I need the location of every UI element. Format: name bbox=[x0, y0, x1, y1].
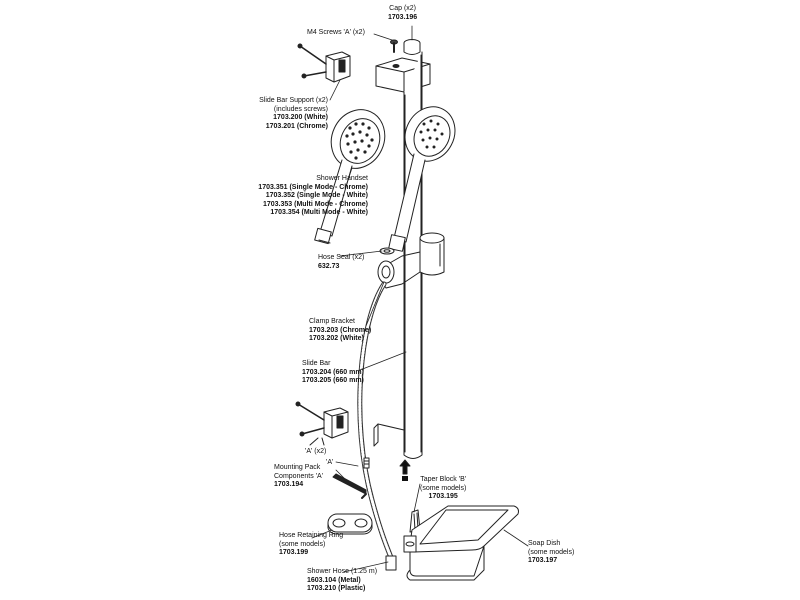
slide-bar-support-bottom bbox=[295, 401, 349, 446]
taper-block-label: Taper Block 'B' (some models) 1703.195 bbox=[420, 476, 466, 502]
a-x2-label: 'A' (x2) bbox=[305, 448, 326, 457]
slide-bar-support-line-2: (includes screws) bbox=[273, 105, 328, 113]
m4-screws-label-title: M4 Screws 'A' (x2) bbox=[307, 29, 365, 36]
cap-label-code: 1703.196 bbox=[388, 13, 418, 21]
cap-part bbox=[403, 39, 421, 55]
hose-retaining-ring-label: Hose Retaining Ring (some models) 1703.1… bbox=[279, 532, 343, 558]
hose-seal-part bbox=[379, 247, 395, 255]
hose-retaining-ring-part bbox=[327, 513, 373, 535]
slide-bar-label-title: Slide Bar bbox=[302, 360, 331, 367]
shower-handset-code-2: 1703.352 (Single Mode - White) bbox=[265, 192, 368, 200]
shower-handset-mounted bbox=[388, 106, 456, 252]
mounting-pack-line-2: Components 'A' bbox=[274, 472, 323, 480]
shower-hose-code-1: 1603.104 (Metal) bbox=[307, 576, 361, 584]
shower-handset-exploded bbox=[314, 109, 386, 245]
up-arrow-icon bbox=[399, 459, 411, 481]
hose-retaining-ring-line-1: Hose Retaining Ring bbox=[279, 532, 344, 539]
m4-screw-part bbox=[390, 39, 398, 53]
hose-seal-label-title: Hose Seal (x2) bbox=[318, 254, 365, 261]
soap-dish-line-1: Soap Dish bbox=[528, 540, 561, 547]
soap-dish-line-2: (some models) bbox=[528, 548, 575, 556]
m4-screws-label: M4 Screws 'A' (x2) bbox=[307, 29, 365, 38]
hose-retaining-ring-line-2: (some models) bbox=[279, 540, 326, 548]
a-single-label: 'A' bbox=[326, 459, 333, 468]
mounting-pack-code: 1703.194 bbox=[274, 481, 304, 489]
slide-bar-support-top bbox=[297, 43, 351, 83]
mounting-pack-label: Mounting Pack Components 'A' 1703.194 bbox=[274, 464, 323, 490]
slide-bar-label: Slide Bar 1703.204 (660 mm) 1703.205 (66… bbox=[302, 360, 364, 386]
shower-hose-label: Shower Hose (1.25 m) 1603.104 (Metal) 17… bbox=[307, 568, 377, 594]
a-single-label-title: 'A' bbox=[326, 459, 334, 466]
slide-bar-support-line-1: Slide Bar Support (x2) bbox=[259, 97, 328, 104]
taper-block-code: 1703.195 bbox=[428, 493, 458, 501]
a-x2-label-title: 'A' (x2) bbox=[305, 448, 327, 455]
shower-hose-label-title: Shower Hose (1.25 m) bbox=[307, 568, 378, 575]
clamp-bracket-label: Clamp Bracket 1703.203 (Chrome) 1703.202… bbox=[309, 318, 371, 344]
clamp-bracket-code-1: 1703.203 (Chrome) bbox=[309, 326, 372, 334]
taper-block-line-1: Taper Block 'B' bbox=[420, 476, 467, 483]
hose-retaining-ring-code: 1703.199 bbox=[279, 549, 309, 557]
shower-hose-code-2: 1703.210 (Plastic) bbox=[307, 585, 366, 593]
cap-label-title: Cap (x2) bbox=[389, 5, 417, 12]
slide-bar-code-2: 1703.205 (660 mm) bbox=[302, 377, 364, 385]
cap-label: Cap (x2) 1703.196 bbox=[388, 5, 417, 22]
clamp-bracket-code-2: 1703.202 (White) bbox=[309, 335, 364, 343]
shower-handset-label: Shower Handset 1703.351 (Single Mode - C… bbox=[258, 175, 368, 218]
shower-handset-label-title: Shower Handset bbox=[316, 175, 368, 182]
allen-key-part bbox=[332, 473, 367, 499]
slide-bar-support-label: Slide Bar Support (x2) (includes screws)… bbox=[259, 97, 328, 131]
soap-dish-part bbox=[403, 505, 519, 581]
soap-dish-label: Soap Dish (some models) 1703.197 bbox=[528, 540, 574, 566]
slide-bar-support-code-2: 1703.201 (Chrome) bbox=[265, 122, 328, 130]
shower-hose-part bbox=[357, 281, 397, 571]
grub-screw-part bbox=[363, 457, 370, 469]
leader-lines bbox=[311, 25, 529, 573]
clamp-bracket-part bbox=[377, 232, 445, 289]
hose-seal-label: Hose Seal (x2) 632.73 bbox=[318, 254, 364, 271]
shower-handset-code-1: 1703.351 (Single Mode - Chrome) bbox=[258, 183, 368, 191]
shower-handset-code-4: 1703.354 (Multi Mode - White) bbox=[270, 209, 368, 217]
slide-bar-code-1: 1703.204 (660 mm) bbox=[302, 368, 364, 376]
slide-bar-bottom-bracket bbox=[373, 423, 405, 447]
shower-handset-code-3: 1703.353 (Multi Mode - Chrome) bbox=[262, 200, 368, 208]
slide-bar-support-code-1: 1703.200 (White) bbox=[273, 114, 328, 122]
hose-seal-label-code: 632.73 bbox=[318, 262, 340, 270]
soap-dish-code: 1703.197 bbox=[528, 557, 558, 565]
mounting-pack-line-1: Mounting Pack bbox=[274, 464, 321, 471]
taper-block-line-2: (some models) bbox=[420, 484, 467, 492]
clamp-bracket-label-title: Clamp Bracket bbox=[309, 318, 355, 325]
